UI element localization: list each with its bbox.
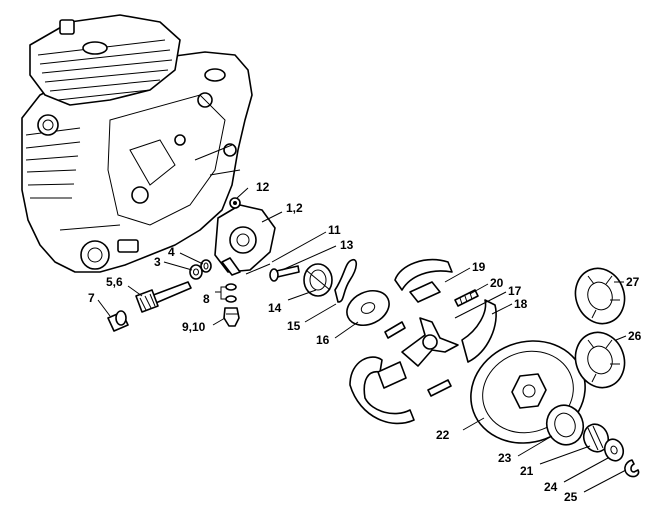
callout-3: 3 — [154, 255, 161, 269]
part-20-spring — [454, 289, 479, 307]
clutch-shoe-lower — [349, 356, 415, 425]
part-16-disk — [346, 289, 390, 327]
part-3 — [189, 264, 203, 280]
callout-12: 12 — [256, 180, 270, 194]
part-12 — [229, 197, 241, 209]
callout-17: 17 — [508, 284, 522, 298]
leader-lines — [97, 187, 627, 493]
part-25-e-clip — [624, 459, 640, 478]
callout-13: 13 — [340, 238, 354, 252]
part-24-washer — [603, 438, 625, 462]
part-23-sprocket-ring — [545, 404, 585, 446]
part-21-needle-bearing — [582, 423, 610, 453]
callout-11: 11 — [328, 223, 341, 237]
callout-25: 25 — [564, 490, 578, 504]
callout-14: 14 — [268, 301, 282, 315]
callout-18: 18 — [514, 297, 528, 311]
engine-housing — [21, 14, 253, 273]
callout-labels: 1,2 3 4 5,6 7 8 9,10 11 12 13 14 15 16 1… — [88, 180, 642, 504]
callout-7: 7 — [88, 291, 95, 305]
part-15-bushing — [303, 263, 333, 297]
part-13-spring — [334, 258, 358, 303]
callout-27: 27 — [626, 275, 640, 289]
oil-pump-part-1-2 — [214, 204, 276, 276]
part-8-o-rings — [225, 283, 237, 303]
callout-1-2: 1,2 — [286, 201, 303, 215]
callout-5-6: 5,6 — [106, 275, 123, 289]
part-7-sleeve — [107, 310, 129, 332]
callout-20: 20 — [490, 276, 504, 290]
callout-23: 23 — [498, 451, 512, 465]
callout-24: 24 — [544, 480, 558, 494]
callout-26: 26 — [628, 329, 642, 343]
callout-15: 15 — [287, 319, 301, 333]
clutch-spring-lower — [384, 321, 452, 397]
callout-9-10: 9,10 — [182, 320, 206, 334]
part-4 — [200, 259, 212, 273]
part-18-clutch-shoe — [461, 299, 497, 363]
part-9-10-fitting — [223, 307, 240, 327]
part-11-pin — [245, 263, 271, 275]
callout-16: 16 — [316, 333, 330, 347]
callout-19: 19 — [472, 260, 486, 274]
part-19-clutch-shoe — [394, 258, 453, 303]
part-26-rim-sprocket — [574, 331, 626, 389]
part-27-rim-sprocket — [574, 267, 626, 325]
part-14-screw — [269, 265, 300, 282]
callout-8: 8 — [203, 292, 210, 306]
callout-22: 22 — [436, 428, 450, 442]
callout-4: 4 — [168, 245, 175, 259]
callout-21: 21 — [520, 464, 534, 478]
part-17-clutch-carrier — [401, 317, 459, 367]
part-5-6-worm-gear — [135, 281, 192, 313]
